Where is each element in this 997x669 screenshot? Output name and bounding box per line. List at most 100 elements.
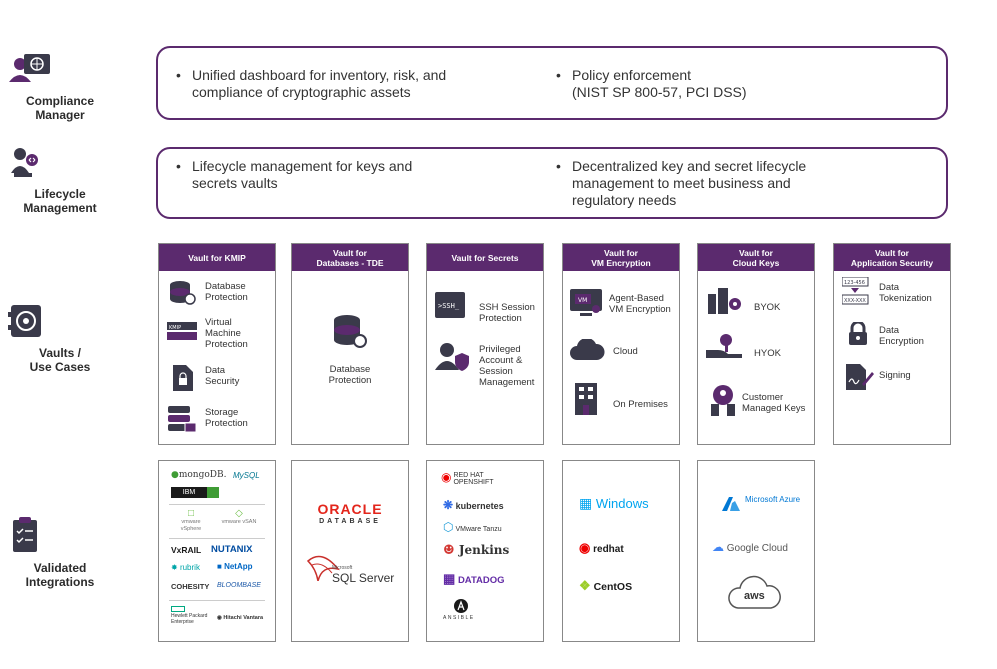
logo-azure: Microsoft Azure — [745, 495, 801, 504]
svg-text:VM: VM — [578, 297, 587, 304]
logo-centos: ❖ CentOS — [579, 578, 633, 593]
logo-ansible: ANSIBLE — [443, 615, 475, 621]
vault-safe-icon — [5, 302, 115, 342]
clipboard-checklist-icon — [5, 515, 115, 557]
vault-kmip-title: Vault for KMIP — [159, 244, 275, 271]
compliance-features-box: • Unified dashboard for inventory, risk,… — [156, 46, 948, 120]
logo-mongodb: ●mongoDB. — [171, 470, 227, 480]
compliance-bullet-2: • Policy enforcement (NIST SP 800-57, PC… — [556, 67, 747, 100]
vault-vm-encryption-card: Vault for VM Encryption VM Agent-Based V… — [562, 243, 680, 445]
hyok-hand-key-icon — [706, 332, 744, 360]
app-security-item-1: Data Tokenization — [879, 282, 932, 304]
customer-keys-icon — [708, 384, 738, 418]
logo-nutanix: NUTANIX — [211, 544, 253, 555]
logo-ibm: IBM — [171, 487, 207, 498]
vaults-use-cases-label: Vaults / Use Cases — [5, 302, 115, 374]
vault-secrets-title: Vault for Secrets — [427, 244, 543, 271]
lifecycle-management-text: Lifecycle Management — [23, 187, 97, 215]
kmip-item-2: Virtual Machine Protection — [205, 317, 248, 350]
vault-cloud-keys-title: Vault for Cloud Keys — [698, 244, 814, 271]
storage-lock-icon — [168, 406, 198, 434]
lifecycle-bullet-2: • Decentralized key and secret lifecycle… — [556, 158, 807, 208]
separator — [169, 538, 265, 539]
logo-jenkins: ☻ Jenkins — [443, 543, 510, 558]
validated-integrations-label: Validated Integrations — [5, 515, 115, 589]
integrations-tde-box: ORACLE DATABASE Microsoft SQL Server — [291, 460, 409, 642]
ssh-terminal-icon: >SSH_ — [435, 292, 467, 320]
svg-text:>SSH_: >SSH_ — [438, 302, 460, 310]
secrets-item-1: SSH Session Protection — [479, 302, 535, 324]
compliance-manager-icon — [5, 50, 115, 90]
vaults-use-cases-text: Vaults / Use Cases — [29, 346, 91, 374]
separator — [169, 504, 265, 505]
logo-oracle-database: DATABASE — [319, 518, 381, 525]
sql-server-icon — [306, 551, 340, 581]
logo-redhat: ◉ redhat — [579, 540, 624, 555]
vault-secrets-card: Vault for Secrets >SSH_ SSH Session Prot… — [426, 243, 544, 445]
database-icon — [169, 280, 197, 306]
integrations-secrets-box: ◉ RED HAT OPENSHIFT ❋ kubernetes ⬡ VMwar… — [426, 460, 544, 642]
lifecycle-features-box: • Lifecycle management for keys and secr… — [156, 147, 948, 219]
logo-google-cloud: ☁ Google Cloud — [712, 540, 788, 554]
validated-integrations-text: Validated Integrations — [25, 561, 95, 589]
kmip-item-4: Storage Protection — [205, 407, 248, 429]
separator — [169, 600, 265, 601]
cloud-keys-item-3: Customer Managed Keys — [742, 392, 806, 414]
compliance-manager-label: Compliance Manager — [5, 50, 115, 122]
vm-item-3: On Premises — [613, 399, 668, 410]
compliance-bullet-1: • Unified dashboard for inventory, risk,… — [176, 67, 447, 100]
compliance-manager-text: Compliance Manager — [25, 94, 94, 122]
logo-hitachi: ◉ Hitachi Vantara — [217, 615, 264, 621]
cloud-keys-item-2: HYOK — [754, 348, 781, 359]
kmip-item-3: Data Security — [205, 365, 240, 387]
cloud-keys-item-1: BYOK — [754, 302, 781, 313]
vault-kmip-card: Vault for KMIP Database Protection KMIP … — [158, 243, 276, 445]
logo-rubrik: ✸ rubrik — [171, 563, 200, 572]
privileged-account-icon — [435, 342, 469, 372]
lifecycle-management-label: Lifecycle Management — [5, 143, 115, 215]
ansible-icon — [454, 599, 468, 613]
cloud-icon — [569, 339, 605, 361]
svg-text:XXX-XXX: XXX-XXX — [844, 298, 866, 304]
vault-tde-card: Vault for Databases - TDE Database Prote… — [291, 243, 409, 445]
logo-oracle: ORACLE — [317, 501, 383, 517]
vm-monitor-icon: VM — [570, 289, 604, 319]
svg-text:KMIP: KMIP — [169, 325, 181, 331]
logo-vsan: ◇vmware vSAN — [221, 508, 257, 526]
kmip-item-1: Database Protection — [205, 281, 248, 303]
document-lock-icon — [173, 365, 193, 391]
logo-bloombase: BLOOMBASE — [217, 582, 261, 589]
logo-kubernetes: ❋ kubernetes — [443, 498, 504, 512]
database-key-icon — [332, 314, 368, 350]
signing-icon — [846, 364, 874, 392]
integrations-cloud-box: Microsoft Azure ☁ Google Cloud aws — [697, 460, 815, 642]
vault-app-security-title: Vault for Application Security — [834, 244, 950, 271]
integrations-kmip-box: ●mongoDB. MySQL IBM □vmware vSphere ◇vmw… — [158, 460, 276, 642]
byok-key-icon — [708, 286, 744, 316]
logo-windows: ▦ Windows — [579, 495, 649, 511]
secrets-item-2: Privileged Account & Session Management — [479, 344, 535, 388]
aws-cloud-icon — [726, 574, 784, 612]
svg-text:123-456: 123-456 — [844, 280, 865, 286]
padlock-icon — [848, 322, 868, 346]
logo-ibm-green — [207, 487, 219, 498]
lifecycle-icon — [5, 143, 115, 183]
tde-item-1: Database Protection — [328, 364, 372, 386]
logo-sql-server: SQL Server — [332, 571, 395, 585]
building-icon — [575, 383, 599, 415]
vm-server-icon: KMIP — [167, 322, 199, 342]
logo-hpe-bar — [171, 606, 185, 612]
logo-vsphere: □vmware vSphere — [180, 508, 202, 533]
logo-sql-microsoft: Microsoft — [332, 565, 353, 571]
logo-aws: aws — [744, 590, 765, 602]
logo-datadog: ▦ DATADOG — [443, 571, 505, 586]
app-security-item-3: Signing — [879, 370, 911, 381]
logo-mysql: MySQL — [233, 471, 260, 480]
lifecycle-bullet-1: • Lifecycle management for keys and secr… — [176, 158, 413, 191]
vault-vm-encryption-title: Vault for VM Encryption — [563, 244, 679, 271]
logo-vxrail: VxRAIL — [171, 545, 202, 555]
integrations-vm-box: ▦ Windows ◉ redhat ❖ CentOS — [562, 460, 680, 642]
logo-cohesity: COHESITY — [171, 582, 210, 591]
